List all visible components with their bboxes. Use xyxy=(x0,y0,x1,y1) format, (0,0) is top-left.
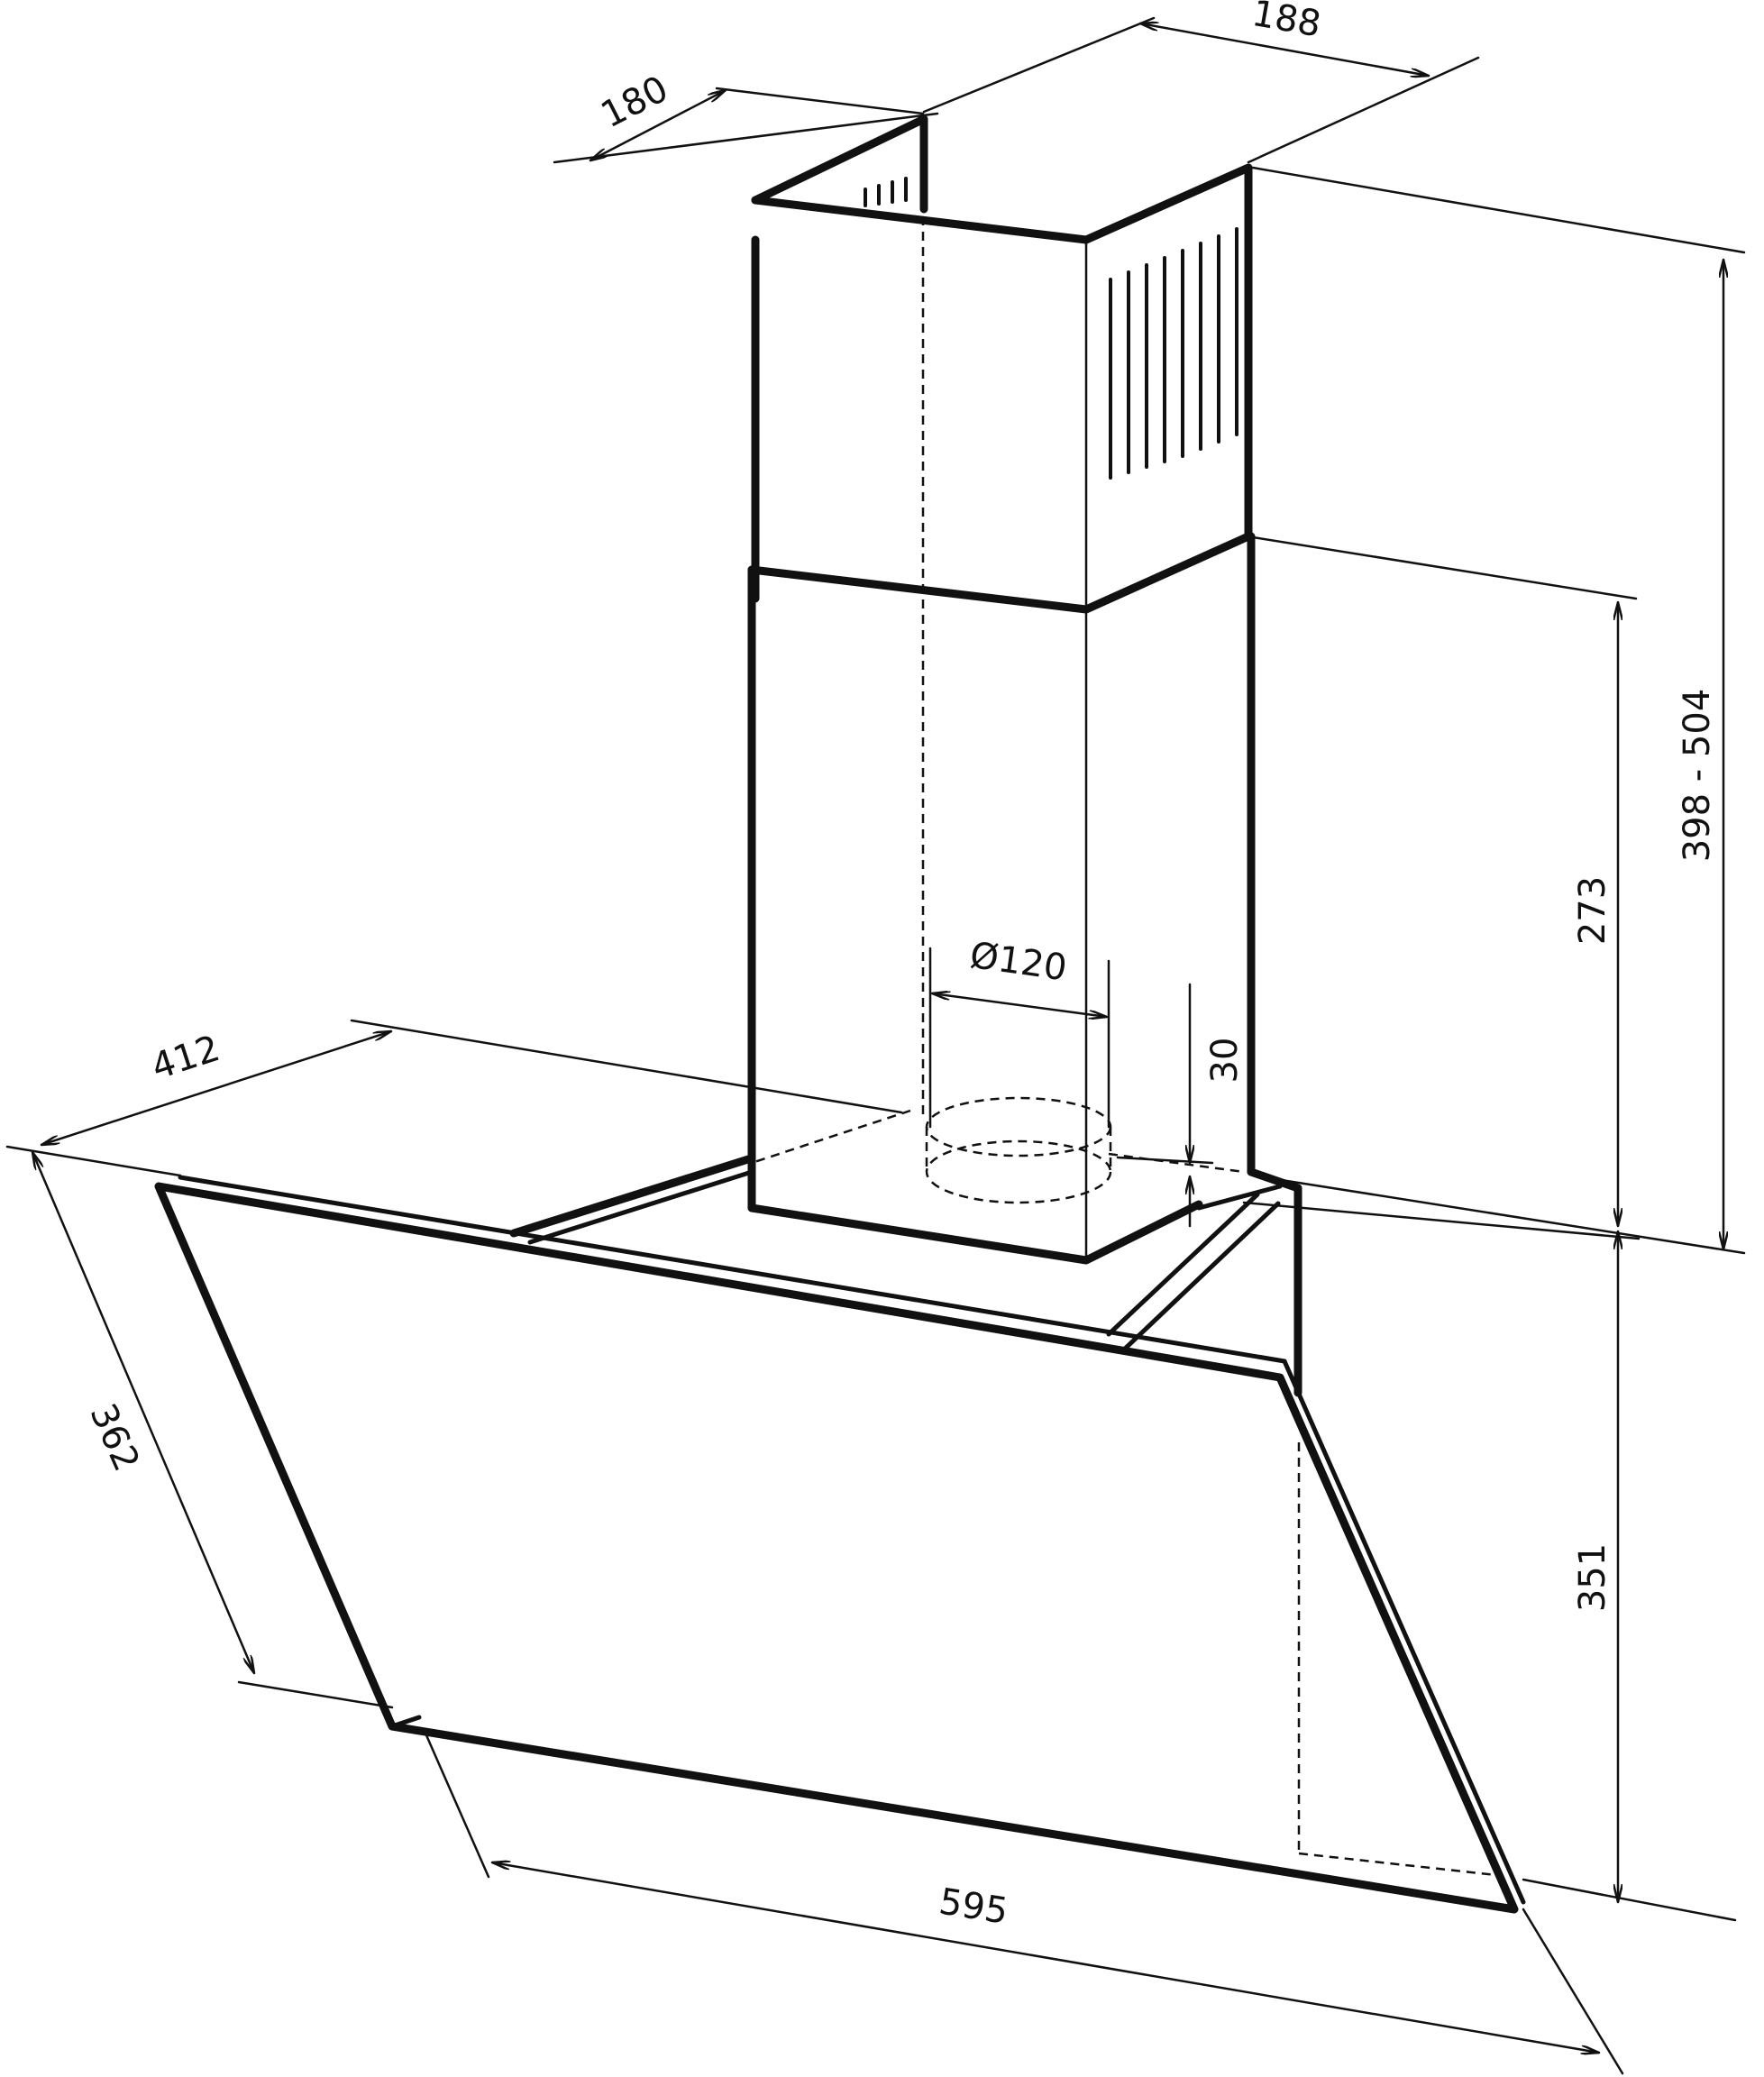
dim-362: 362 xyxy=(81,1397,147,1477)
dim-diameter-120: Ø120 xyxy=(967,935,1069,990)
dim-595: 595 xyxy=(937,1880,1011,1932)
lower-chimney xyxy=(747,216,1256,1265)
dim-30: 30 xyxy=(1204,1038,1246,1084)
dim-188: 188 xyxy=(1249,0,1324,45)
rear-vent-slots xyxy=(864,177,908,207)
dim-273: 273 xyxy=(1572,876,1613,945)
side-vent-slots xyxy=(1109,227,1238,480)
upper-chimney xyxy=(751,114,1253,608)
dimension-labels: 188 180 398 - 504 273 Ø120 30 412 362 35… xyxy=(81,0,1718,1933)
dim-412: 412 xyxy=(147,1028,225,1088)
dim-180: 180 xyxy=(595,69,675,137)
dim-351: 351 xyxy=(1572,1543,1613,1612)
dimension-lines xyxy=(5,16,1746,2075)
dim-398-504: 398 - 504 xyxy=(1677,689,1718,863)
hood-body xyxy=(154,1155,1526,1914)
